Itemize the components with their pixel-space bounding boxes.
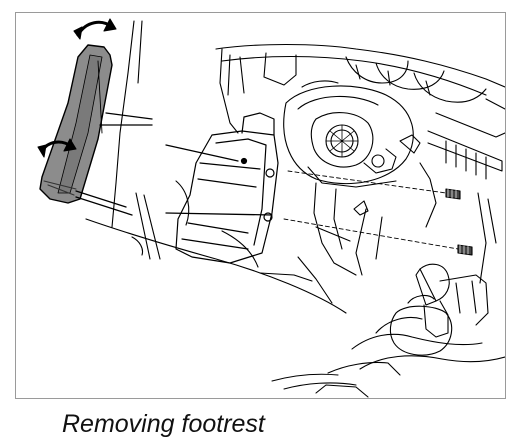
gear-shifter — [351, 263, 505, 370]
fastener-screws — [283, 170, 473, 256]
floor-outline — [85, 20, 347, 314]
illustration-frame — [15, 12, 506, 399]
alignment-lines — [75, 60, 273, 216]
rotate-arrow-icon — [37, 138, 77, 158]
center-console — [271, 192, 497, 398]
dashboard — [215, 43, 505, 180]
footrest-panel — [39, 44, 113, 204]
figure-caption: Removing footrest — [62, 410, 265, 438]
footrest-removal-diagram — [37, 18, 505, 398]
rotate-arrow-icon — [73, 18, 117, 40]
footrest-bracket — [175, 112, 279, 264]
steering-column — [283, 85, 437, 276]
